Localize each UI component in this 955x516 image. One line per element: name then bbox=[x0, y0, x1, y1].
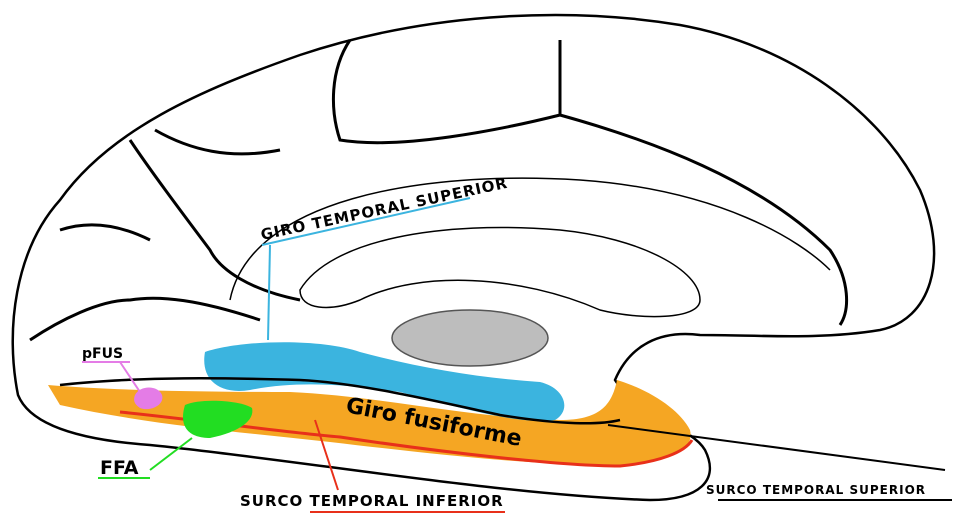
label-surco-temporal-superior: SURCO TEMPORAL SUPERIOR bbox=[706, 483, 926, 497]
label-pfus: pFUS bbox=[82, 346, 123, 362]
label-ffa: FFA bbox=[100, 457, 139, 479]
thalamus-region bbox=[392, 310, 548, 366]
label-surco-temporal-inferior: SURCO TEMPORAL INFERIOR bbox=[240, 492, 504, 510]
